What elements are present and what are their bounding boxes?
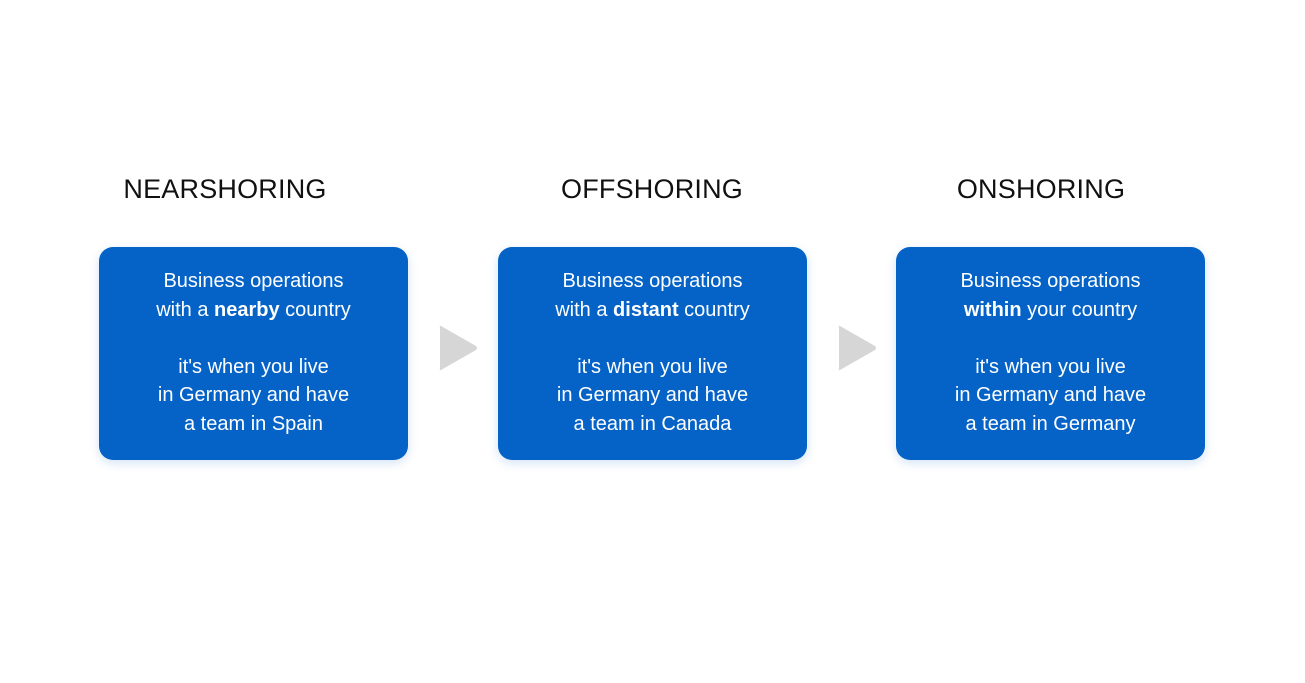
heading-nearshoring: NEARSHORING xyxy=(123,174,327,204)
card-line: in Germany and have xyxy=(954,384,1147,406)
heading-offshoring: OFFSHORING xyxy=(561,174,743,204)
card-line: it's when you live xyxy=(975,355,1126,378)
play-triangle-icon xyxy=(838,325,876,371)
spacer xyxy=(99,324,408,353)
text: with a xyxy=(156,298,215,321)
card-definition: with a nearby country xyxy=(99,296,408,325)
card-definition: with a distant country xyxy=(498,296,807,325)
text: country xyxy=(678,298,750,321)
card-definition: within your country xyxy=(896,296,1205,325)
spacer xyxy=(498,324,807,353)
card-line: Business operations xyxy=(960,270,1141,292)
text: country xyxy=(279,298,351,321)
emphasis-keyword: distant xyxy=(613,298,679,321)
emphasis-keyword: nearby xyxy=(214,298,280,321)
card-line: a team in Canada xyxy=(573,412,732,435)
emphasis-keyword: within xyxy=(963,298,1022,321)
text: with a xyxy=(555,298,614,321)
text: your country xyxy=(1021,298,1138,321)
card-line: Business operations xyxy=(562,270,743,292)
card-line: it's when you live xyxy=(178,355,329,378)
card-line: in Germany and have xyxy=(556,384,749,406)
card-line: in Germany and have xyxy=(157,384,350,406)
card-nearshoring: Business operations with a nearby countr… xyxy=(99,247,408,460)
card-offshoring: Business operations with a distant count… xyxy=(498,247,807,460)
play-triangle-icon xyxy=(439,325,477,371)
card-line: a team in Germany xyxy=(965,412,1136,435)
spacer xyxy=(896,324,1205,353)
card-onshoring: Business operations within your country … xyxy=(896,247,1205,460)
heading-onshoring: ONSHORING xyxy=(956,174,1126,204)
card-line: Business operations xyxy=(163,270,344,292)
card-line: it's when you live xyxy=(577,355,728,378)
card-line: a team in Spain xyxy=(184,412,323,435)
